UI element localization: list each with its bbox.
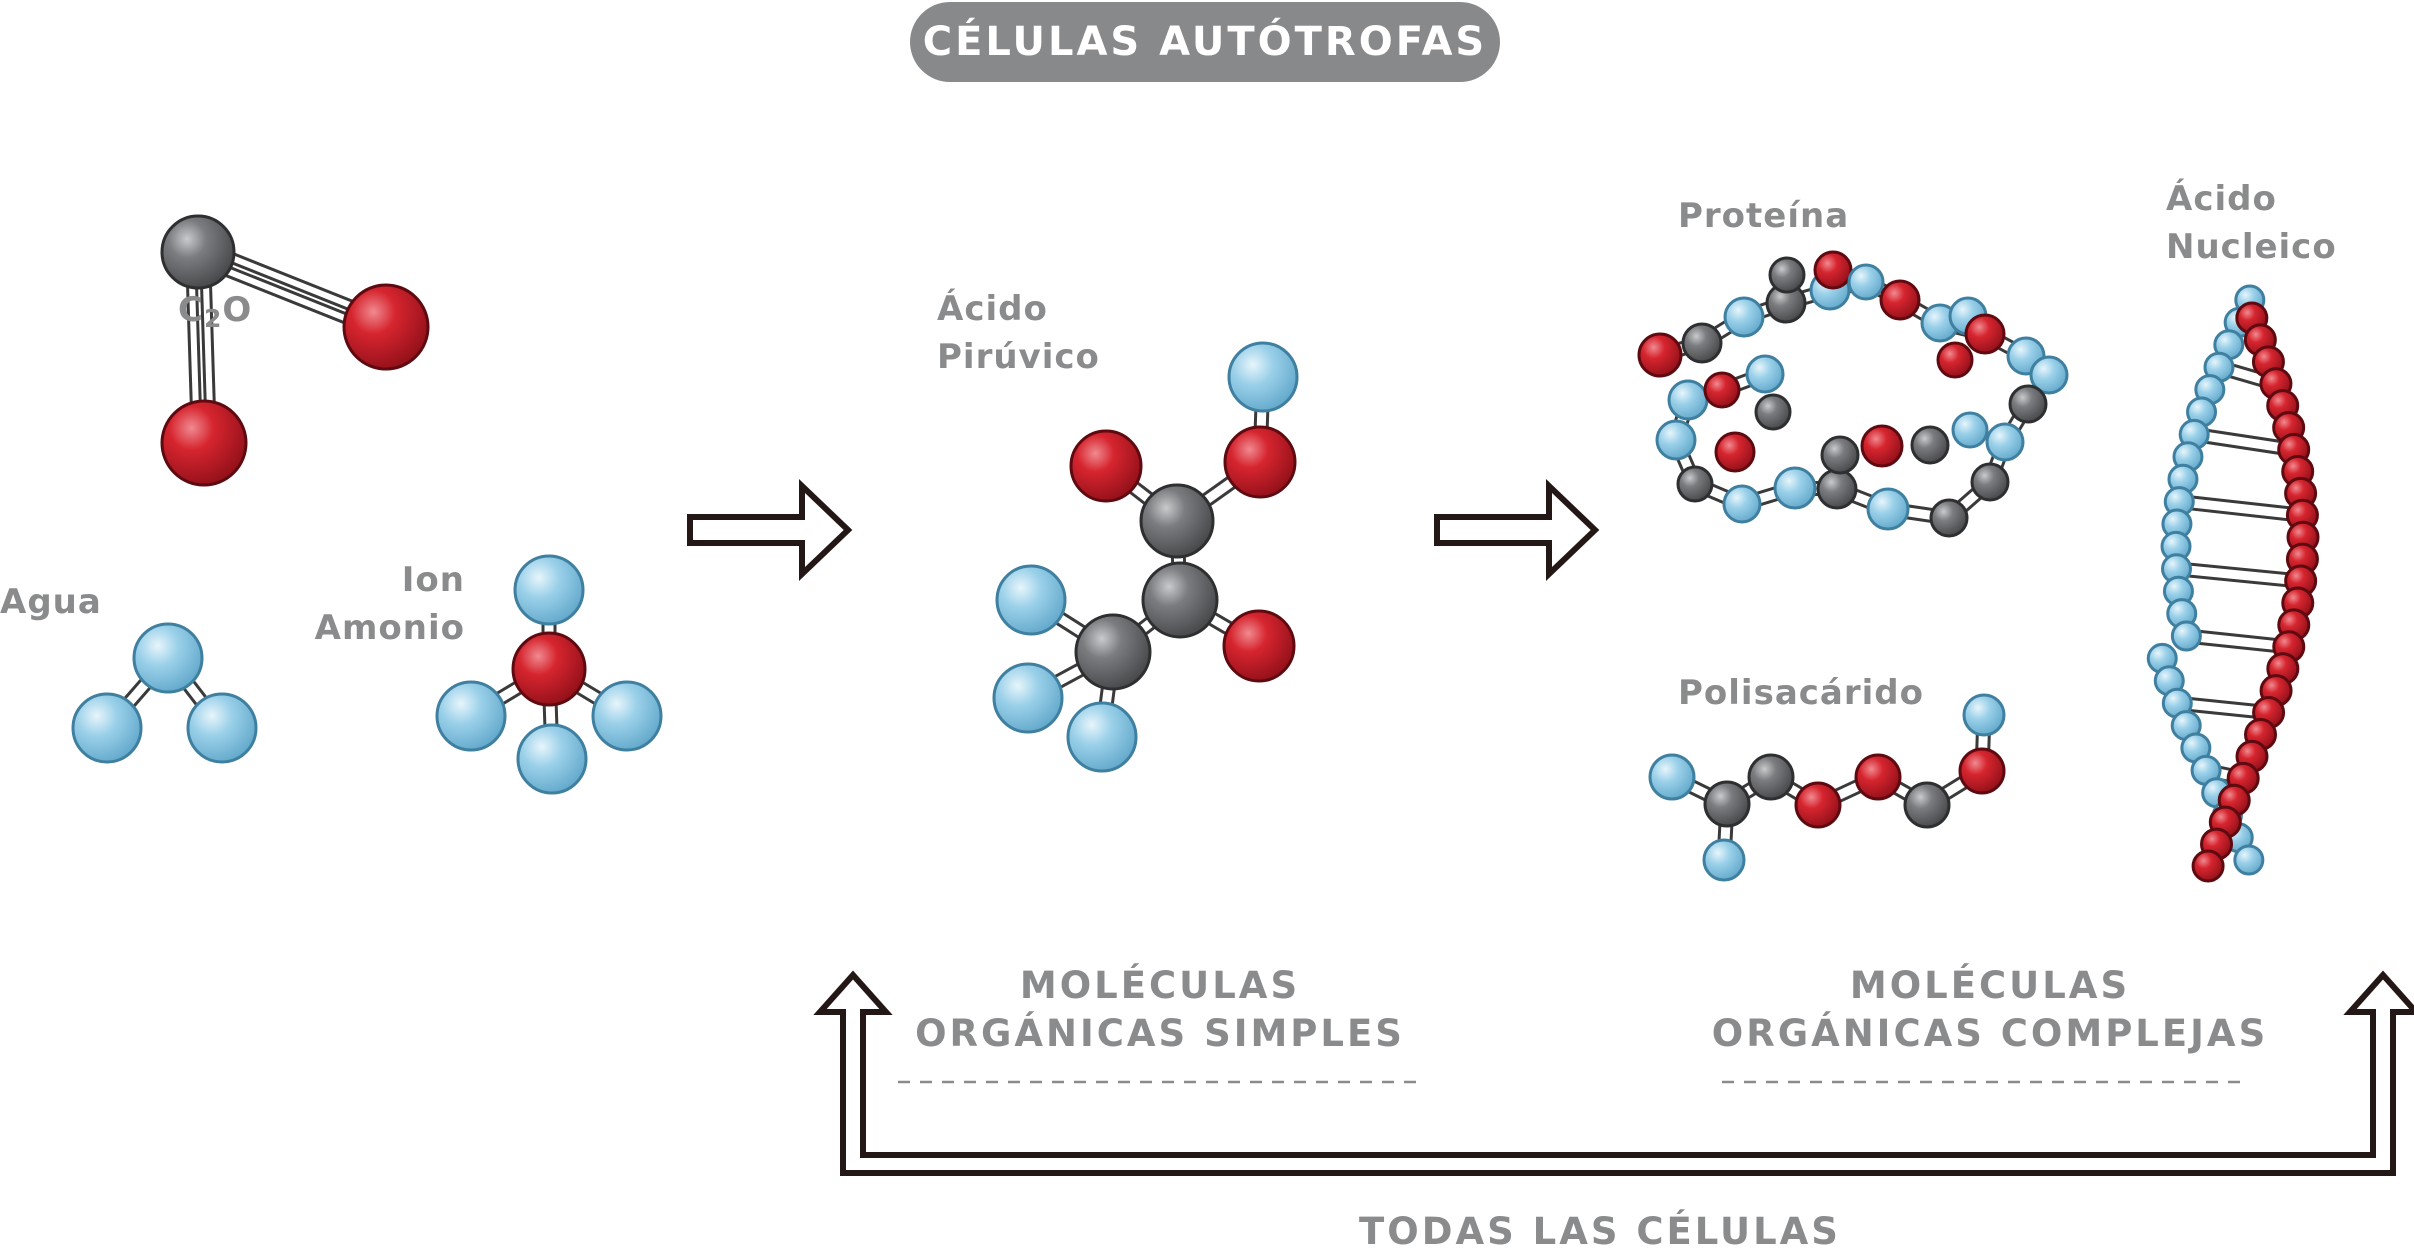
proteina-hydrogen-atom	[1655, 419, 1697, 461]
polisacarido-carbon-atom	[1747, 753, 1795, 801]
label-acido-piruvico-line1: Ácido	[937, 289, 1048, 329]
ion-amonio-oxygen-atom	[511, 631, 587, 707]
proteina-carbon-atom	[1768, 256, 1806, 294]
proteina-carbon-atom	[1754, 393, 1792, 431]
arrow-layer	[687, 478, 2414, 1176]
label-acido-nucleico-line2: Nucleico	[2166, 227, 2337, 267]
proteina-carbon-atom	[1816, 468, 1858, 510]
c2o-oxygen-atom	[342, 283, 430, 371]
proteina-hydrogen-atom	[1745, 354, 1785, 394]
polisacarido-oxygen-atom	[1958, 747, 2006, 795]
c2o-oxygen-atom	[160, 399, 248, 487]
proteina-hydrogen-atom	[1951, 411, 1989, 449]
proteina-hydrogen-atom	[1985, 422, 2025, 462]
proteina-carbon-atom	[1676, 465, 1714, 503]
proteina-oxygen-atom	[1879, 279, 1921, 321]
label-acido-piruvico-line2: Pirúvico	[937, 337, 1100, 377]
acido-nucleico-hydrogen-atom	[2170, 620, 2202, 652]
acido-piruvico-hydrogen-atom	[1227, 341, 1299, 413]
category-simple-line1: MOLÉCULAS	[1019, 964, 1301, 1007]
proteina-oxygen-atom	[1936, 341, 1974, 379]
right-arrow-1	[687, 478, 853, 582]
page-title: CÉLULAS AUTÓTROFAS	[910, 2, 1500, 82]
category-complex-line1: MOLÉCULAS	[1849, 964, 2131, 1007]
proteina-hydrogen-atom	[1773, 466, 1817, 510]
acido-piruvico-carbon-atom	[1074, 613, 1152, 691]
label-agua: Agua	[0, 582, 102, 622]
proteina-carbon-atom	[2008, 384, 2048, 424]
acido-piruvico-oxygen-atom	[1223, 425, 1297, 499]
polisacarido-carbon-atom	[1903, 781, 1951, 829]
polisacarido-hydrogen-atom	[1702, 838, 1746, 882]
proteina-oxygen-atom	[1714, 431, 1756, 473]
category-simple: MOLÉCULAS ORGÁNICAS SIMPLES	[860, 962, 1460, 1058]
proteina-oxygen-atom	[1703, 371, 1741, 409]
ion-amonio-hydrogen-atom	[591, 680, 663, 752]
proteina-hydrogen-atom	[1847, 263, 1885, 301]
label-c2o: C2O	[178, 290, 253, 333]
acido-piruvico-carbon-atom	[1141, 561, 1219, 639]
agua-hydrogen-atom	[132, 622, 204, 694]
acido-nucleico-hydrogen-atom	[2233, 844, 2265, 876]
feedback-arrow	[813, 970, 2414, 1176]
agua-hydrogen-atom	[71, 692, 143, 764]
acido-piruvico-hydrogen-atom	[1066, 701, 1138, 773]
polisacarido-oxygen-atom	[1854, 753, 1902, 801]
atom-layer	[71, 214, 2320, 883]
proteina-oxygen-atom	[1637, 332, 1683, 378]
acido-nucleico-rung	[2171, 494, 2310, 523]
proteina-hydrogen-atom	[2029, 355, 2069, 395]
proteina-oxygen-atom	[1860, 424, 1904, 468]
right-arrow-2	[1434, 478, 1600, 582]
acido-nucleico-rung	[2169, 561, 2309, 589]
proteina-carbon-atom	[1929, 498, 1969, 538]
acido-piruvico-hydrogen-atom	[992, 662, 1064, 734]
category-complex-line2: ORGÁNICAS COMPLEJAS	[1711, 1012, 2269, 1055]
label-polisacarido: Polisacárido	[1678, 673, 1924, 713]
proteina-carbon-atom	[1820, 435, 1860, 475]
acido-nucleico-rung	[2186, 426, 2302, 458]
label-proteina: Proteína	[1678, 196, 1850, 236]
category-simple-line2: ORGÁNICAS SIMPLES	[915, 1012, 1405, 1055]
ion-amonio-hydrogen-atom	[513, 554, 585, 626]
label-acido-nucleico: Ácido Nucleico	[2166, 175, 2337, 271]
acido-nucleico-rung	[2178, 628, 2297, 655]
label-ion-amonio: Ion Amonio	[300, 556, 465, 652]
polisacarido-oxygen-atom	[1794, 781, 1842, 829]
polisacarido-hydrogen-atom	[1962, 693, 2006, 737]
acido-piruvico-carbon-atom	[1139, 483, 1215, 559]
acido-piruvico-oxygen-atom	[1069, 429, 1143, 503]
proteina-oxygen-atom	[1813, 250, 1853, 290]
proteina-carbon-atom	[1681, 322, 1723, 364]
proteina-carbon-atom	[1970, 462, 2010, 502]
proteina-hydrogen-atom	[1722, 484, 1762, 524]
proteina-hydrogen-atom	[1667, 379, 1709, 421]
label-acido-piruvico: Ácido Pirúvico	[937, 285, 1100, 381]
proteina-hydrogen-atom	[1723, 296, 1765, 338]
category-complex: MOLÉCULAS ORGÁNICAS COMPLEJAS	[1680, 962, 2300, 1058]
proteina-hydrogen-atom	[1866, 487, 1910, 531]
label-ion-amonio-line2: Amonio	[314, 608, 465, 648]
proteina-oxygen-atom	[1964, 313, 2006, 355]
label-ion-amonio-line1: Ion	[401, 560, 465, 600]
acido-piruvico-hydrogen-atom	[995, 564, 1067, 636]
ion-amonio-hydrogen-atom	[435, 680, 507, 752]
footer-label: TODAS LAS CÉLULAS	[1359, 1210, 1841, 1253]
polisacarido-hydrogen-atom	[1648, 753, 1696, 801]
proteina-carbon-atom	[1910, 425, 1950, 465]
agua-hydrogen-atom	[186, 692, 258, 764]
c2o-carbon-atom	[160, 214, 236, 290]
acido-piruvico-oxygen-atom	[1222, 609, 1296, 683]
polisacarido-carbon-atom	[1703, 780, 1751, 828]
acido-nucleico-oxygen-atom	[2191, 849, 2225, 883]
ion-amonio-hydrogen-atom	[516, 723, 588, 795]
label-acido-nucleico-line1: Ácido	[2166, 179, 2277, 219]
